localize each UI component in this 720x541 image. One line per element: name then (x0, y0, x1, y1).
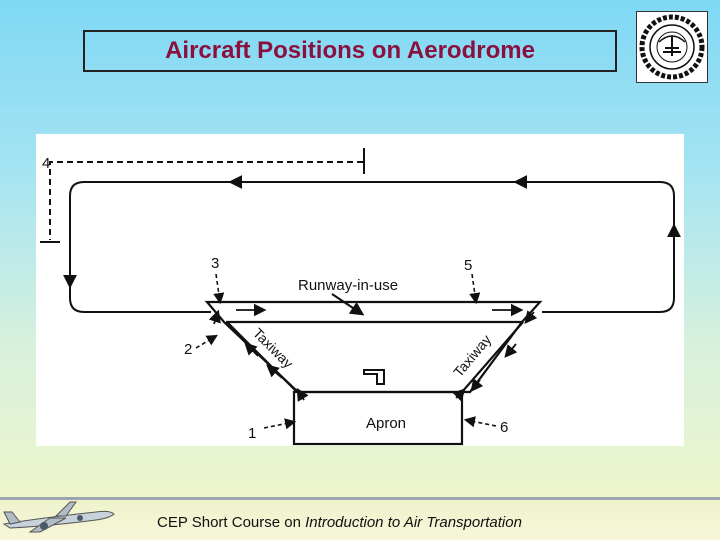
runway-taxiway-outline (204, 300, 543, 394)
footer-prefix: CEP Short Course on (157, 514, 306, 531)
aerodrome-diagram: Runway-in-use Taxiway Taxiway Apron 1 2 … (36, 134, 684, 446)
position-1: 1 (248, 425, 256, 442)
position-2: 2 (184, 341, 192, 358)
taxiway-right-label: Taxiway (450, 331, 494, 379)
airplane-icon (0, 496, 120, 541)
holding-line (40, 148, 365, 243)
traffic-circuit (63, 175, 681, 313)
runway-label: Runway-in-use (298, 277, 398, 294)
page-title: Aircraft Positions on Aerodrome (165, 37, 535, 64)
footer-course-text: CEP Short Course on Introduction to Air … (157, 514, 522, 531)
position-4: 4 (42, 155, 50, 172)
flow-arrows (208, 303, 538, 402)
institute-seal-icon (636, 11, 708, 83)
aircraft-symbol-icon (363, 369, 385, 385)
footer-divider (0, 497, 720, 500)
position-6: 6 (500, 419, 508, 436)
footer-background (0, 498, 720, 540)
title-box: Aircraft Positions on Aerodrome (83, 30, 617, 72)
footer-course-name: Introduction to Air Transportation (305, 514, 522, 531)
runway-pointer (331, 293, 365, 316)
position-3: 3 (211, 255, 219, 272)
apron (292, 390, 464, 446)
apron-label: Apron (366, 415, 406, 432)
position-5: 5 (464, 257, 472, 274)
position-leaders (195, 273, 497, 430)
taxiway-left-label: Taxiway (250, 325, 297, 372)
